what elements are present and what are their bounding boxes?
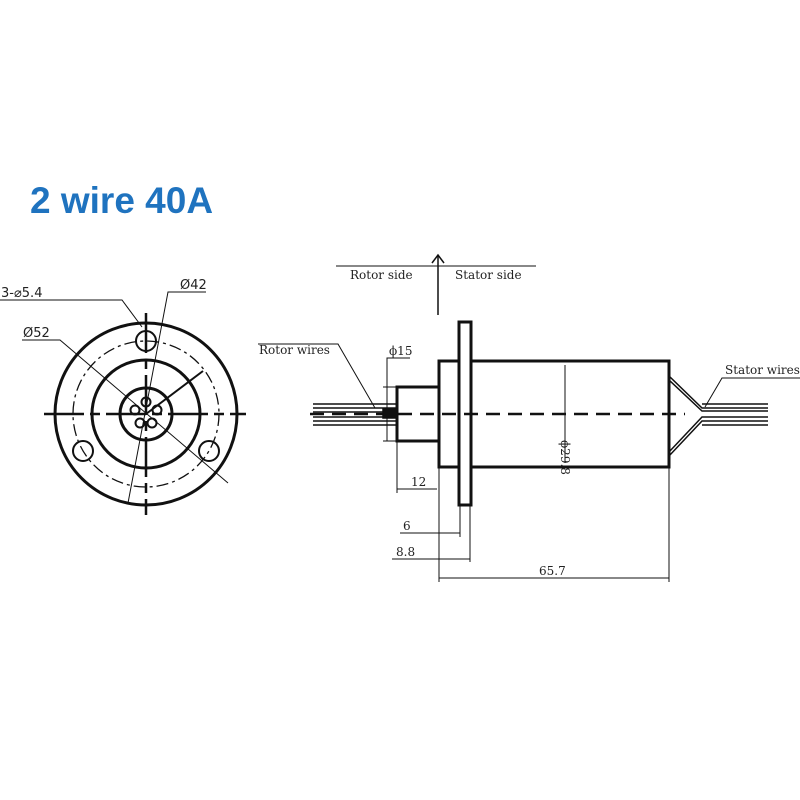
rotor-side-label: Rotor side: [350, 268, 413, 282]
rotor-wires-leader: [258, 343, 376, 409]
stator-wires: [668, 375, 768, 457]
flange-offset-label: 6: [403, 519, 411, 533]
stator-wires-label: Stator wires: [725, 363, 800, 377]
holes-label: 3-⌀5.4: [1, 286, 42, 301]
rotor-wires-label: Rotor wires: [259, 343, 330, 357]
shaft-len-label: 12: [411, 475, 426, 489]
flange-outer-label: 8.8: [396, 545, 415, 559]
page-title: 2 wire 40A: [30, 180, 214, 221]
shaft-dia-label: ϕ15: [389, 344, 412, 358]
front-view: 3-⌀5.4 Ø42 Ø52: [0, 278, 246, 515]
body-dia-label: ϕ29.8: [558, 440, 572, 475]
rotor-wires: [313, 403, 398, 426]
side-view: Rotor side Stator side Rotor wires Stato…: [258, 253, 800, 582]
mount-hole: [72, 440, 94, 462]
bolt-circle-label: Ø42: [180, 278, 207, 293]
stator-wires-leader: [704, 377, 800, 408]
bolt-circle-leader: [127, 291, 206, 504]
outer-label: Ø52: [23, 326, 50, 341]
outer-leader: [22, 339, 229, 484]
radial-line: [145, 370, 204, 415]
stator-side-label: Stator side: [455, 268, 522, 282]
body-len-label: 65.7: [539, 564, 566, 578]
mount-hole: [198, 440, 220, 462]
holes-leader: [0, 299, 143, 328]
dimension-lines: [383, 357, 670, 582]
